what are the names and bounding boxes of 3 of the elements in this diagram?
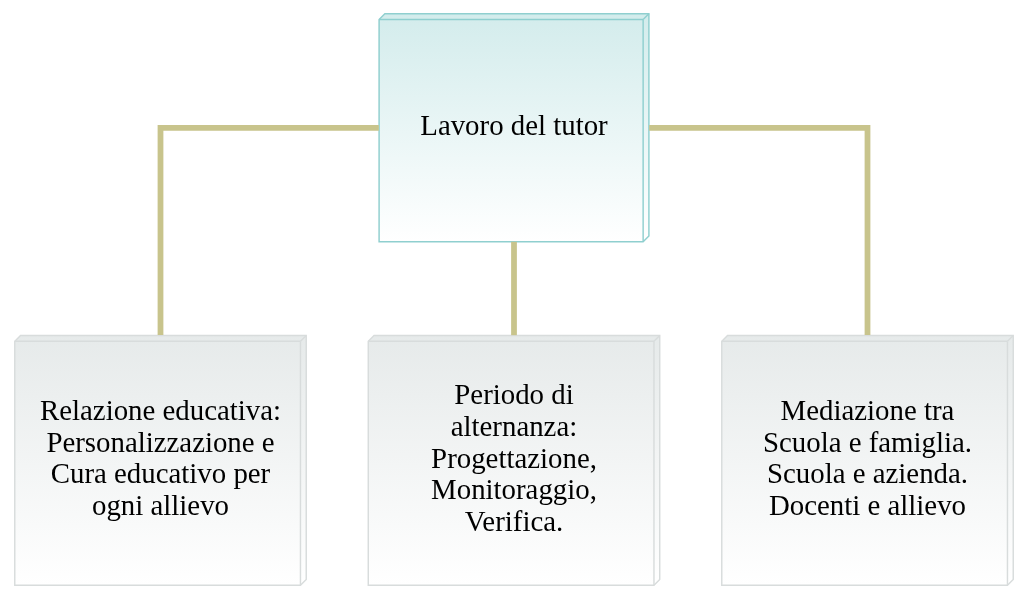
connector bbox=[157, 124, 379, 336]
connector bbox=[648, 124, 870, 336]
connector bbox=[510, 241, 517, 336]
